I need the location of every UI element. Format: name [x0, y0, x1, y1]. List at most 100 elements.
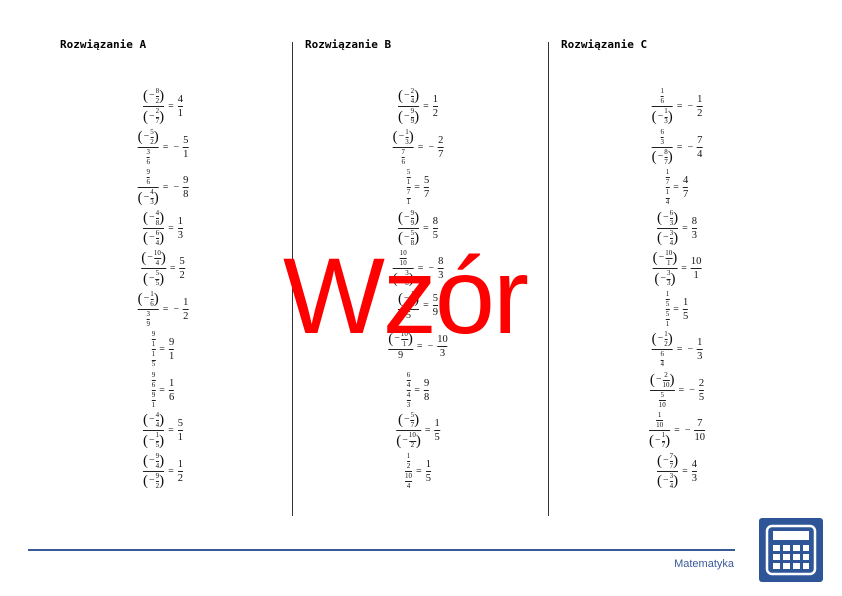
paren-right: ): [415, 432, 421, 449]
fraction-bar: [151, 400, 156, 401]
inner-numerator: 9: [151, 330, 156, 338]
paren-left: (: [397, 209, 403, 226]
inner-denominator: 8: [410, 238, 415, 247]
equals-sign: =: [414, 182, 420, 194]
result-denominator: 2: [697, 108, 703, 120]
result-denominator: 2: [177, 472, 184, 484]
fraction-bar: [406, 389, 411, 391]
result-numerator: 10: [690, 256, 702, 268]
paren-left: (: [397, 230, 403, 247]
fraction-bar: [423, 187, 430, 189]
paren-left: (: [392, 270, 398, 287]
inner-numerator: 4: [406, 390, 411, 399]
inner-numerator: 1: [406, 451, 411, 460]
footer-divider: [28, 549, 735, 551]
inner-denominator: 8: [155, 218, 160, 227]
fraction-bar: [697, 146, 703, 148]
paren-right: ): [159, 209, 165, 226]
fraction-bar: [137, 146, 159, 148]
paren-right: ): [159, 108, 165, 125]
inner-numerator: 10: [153, 249, 161, 257]
result-denominator: 3: [691, 229, 698, 241]
paren-left: (: [654, 270, 660, 287]
inner-numerator: 3: [405, 269, 409, 278]
equals-sign: =: [423, 101, 429, 113]
result-sign: −: [684, 425, 691, 437]
inner-denominator: 4: [665, 198, 670, 207]
inner-numerator: 3: [146, 309, 150, 318]
equals-sign: =: [417, 263, 424, 275]
equals-sign: =: [162, 303, 169, 315]
inner-denominator: 2: [664, 340, 668, 349]
fraction-bar: [142, 227, 165, 229]
result-numerator: 9: [423, 377, 430, 389]
equals-sign: =: [162, 182, 169, 194]
paren-right: ): [159, 270, 165, 287]
paren-right: ): [414, 108, 420, 125]
minus-sign: −: [148, 110, 155, 122]
fraction-bar: [400, 339, 408, 341]
inner-numerator: 8: [664, 147, 668, 156]
fraction-bar: [656, 227, 679, 229]
paren-right: ): [159, 452, 165, 469]
paren-left: (: [142, 209, 148, 226]
fraction-bar: [397, 106, 420, 108]
result-sign: −: [687, 344, 694, 356]
inner-denominator: 5: [151, 360, 156, 369]
fraction-bar: [690, 268, 702, 270]
result-denominator: 2: [432, 108, 439, 120]
minus-sign: −: [148, 272, 155, 284]
paren-right: ): [667, 108, 673, 125]
fraction-bar: [682, 308, 689, 310]
result-denominator: 7: [682, 189, 689, 201]
minus-sign: −: [662, 232, 669, 244]
equals-sign: =: [162, 141, 169, 153]
fraction-bar: [410, 238, 415, 239]
fraction-bar: [649, 389, 675, 391]
inner-denominator: 1: [402, 340, 407, 349]
fraction-bar: [665, 258, 673, 260]
inner-numerator: 8: [155, 87, 160, 95]
paren-right: ): [159, 412, 165, 429]
minus-sign: −: [403, 292, 410, 304]
minus-sign: −: [148, 475, 155, 487]
fraction-bar: [669, 238, 674, 239]
inner-numerator: 4: [155, 208, 160, 217]
inner-numerator: 5: [155, 269, 160, 278]
paren-right: ): [153, 128, 159, 145]
equals-sign: =: [423, 222, 429, 234]
inner-numerator: 10: [400, 330, 408, 338]
inner-numerator: 10: [408, 431, 416, 440]
